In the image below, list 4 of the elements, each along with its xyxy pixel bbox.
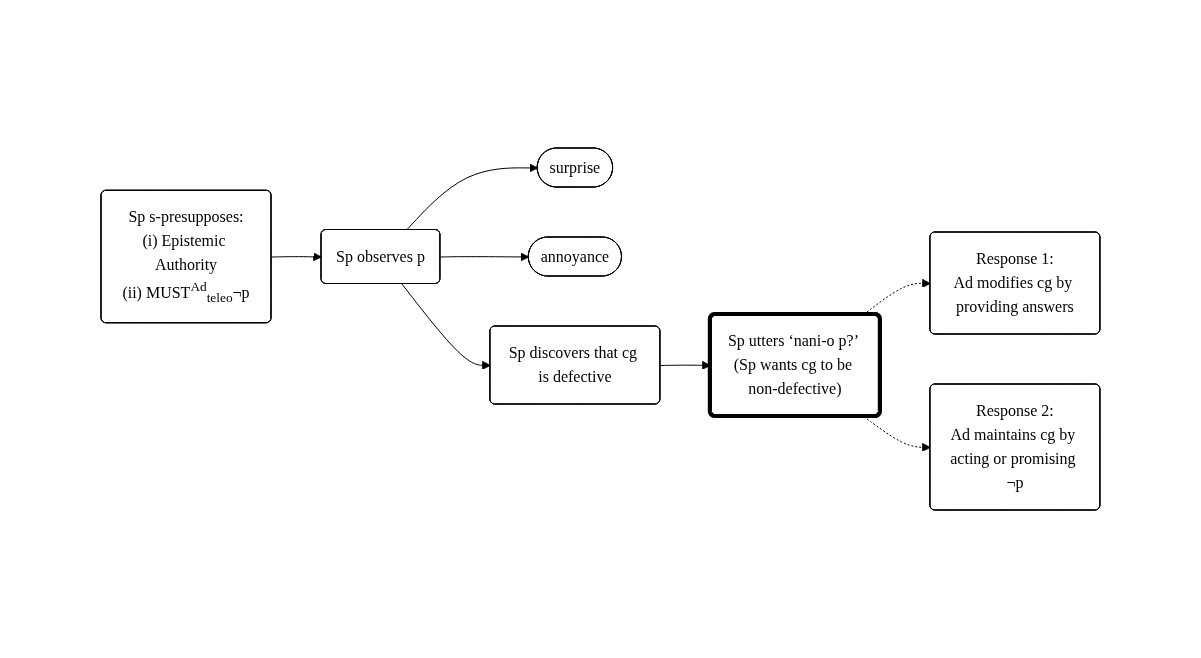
arrow <box>271 252 322 262</box>
arrow <box>401 283 491 370</box>
arrow <box>439 252 530 262</box>
arrow <box>406 163 539 231</box>
